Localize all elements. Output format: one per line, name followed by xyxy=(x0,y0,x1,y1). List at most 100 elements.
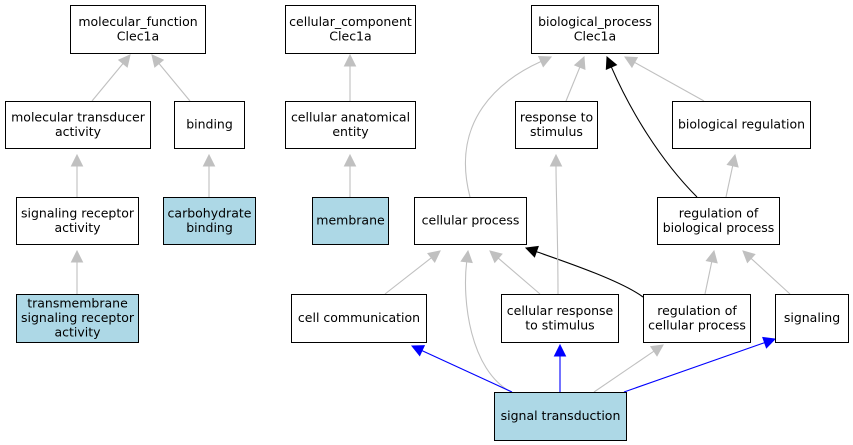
edge-arrowhead xyxy=(762,336,777,349)
node-label-line: biological process xyxy=(663,220,775,235)
edge-line xyxy=(623,342,765,393)
edge-line xyxy=(158,63,191,102)
edge-transmembrane-signaling-receptor-activity-to-signaling-receptor-activity xyxy=(70,249,84,294)
node-label-line: entity xyxy=(332,124,369,139)
node-signal-transduction[interactable]: signal transduction xyxy=(494,392,627,441)
node-label-line: cell communication xyxy=(298,310,420,325)
edge-arrowhead xyxy=(410,345,426,357)
node-cellular-process[interactable]: cellular process xyxy=(414,197,527,245)
edge-regulation-of-biological-process-to-biological-process xyxy=(605,55,698,198)
node-label-line: response to xyxy=(520,109,593,124)
node-box xyxy=(5,101,151,149)
node-label-line: carbohydrate xyxy=(168,205,252,220)
edge-regulation-of-biological-process-to-biological-regulation xyxy=(725,153,739,198)
node-box xyxy=(312,197,389,245)
node-box xyxy=(285,101,416,149)
edge-line xyxy=(464,61,542,198)
node-label-line: signaling xyxy=(784,310,840,325)
edge-line xyxy=(384,257,432,295)
node-box xyxy=(531,5,659,54)
node-box xyxy=(775,294,849,343)
node-binding[interactable]: binding xyxy=(174,101,245,149)
edge-regulation-of-cellular-process-to-cellular-process xyxy=(524,245,644,298)
node-label-line: activity xyxy=(55,124,102,139)
node-label-line: cellular response xyxy=(507,303,614,318)
edge-line xyxy=(497,257,541,295)
node-box xyxy=(494,392,627,441)
node-box xyxy=(657,197,780,245)
edge-arrowhead xyxy=(649,344,664,357)
node-label-line: binding xyxy=(186,117,233,132)
edge-signal-transduction-to-cellular-process xyxy=(460,249,512,393)
node-label-line: transmembrane xyxy=(27,296,128,311)
edge-signal-transduction-to-cellular-response-to-stimulus xyxy=(553,343,567,392)
node-box xyxy=(414,197,527,245)
node-label-line: to stimulus xyxy=(525,317,594,332)
node-cell-communication[interactable]: cell communication xyxy=(291,294,427,343)
edge-arrowhead xyxy=(742,250,756,264)
node-box xyxy=(501,294,619,343)
node-label-line: molecular_function xyxy=(78,14,197,29)
edge-cellular-anatomical-entity-to-cellular-component xyxy=(343,53,357,101)
node-box xyxy=(174,101,245,149)
node-label-line: regulation of xyxy=(657,303,737,318)
edge-line xyxy=(593,350,655,393)
nodes-layer: molecular_functionClec1acellular_compone… xyxy=(5,5,849,441)
node-label-line: biological regulation xyxy=(678,117,805,132)
node-label-line: cellular process xyxy=(422,213,520,228)
edge-signal-transduction-to-signaling xyxy=(623,336,777,393)
edge-arrowhead xyxy=(553,343,567,357)
edge-arrowhead xyxy=(202,153,216,167)
node-label-line: Clec1a xyxy=(117,28,159,43)
node-label-line: biological_process xyxy=(538,14,652,29)
edge-arrowhead xyxy=(343,53,357,67)
edge-signaling-to-regulation-of-biological-process xyxy=(742,250,791,295)
edge-arrowhead xyxy=(705,249,718,264)
node-label-line: stimulus xyxy=(530,124,583,139)
edge-line xyxy=(725,165,734,198)
edge-signal-transduction-to-regulation-of-cellular-process xyxy=(593,344,664,393)
edge-response-to-stimulus-to-biological-process xyxy=(565,55,586,102)
node-label-line: signaling receptor xyxy=(21,205,135,220)
edge-arrowhead xyxy=(343,153,357,167)
edge-arrowhead xyxy=(70,249,84,263)
node-label-line: regulation of xyxy=(679,205,759,220)
node-box xyxy=(70,5,206,54)
edge-arrowhead xyxy=(460,249,473,264)
node-label-line: signaling receptor xyxy=(21,310,135,325)
edge-arrowhead xyxy=(726,153,739,168)
edge-binding-to-molecular-function xyxy=(151,54,191,102)
edge-biological-regulation-to-biological-process xyxy=(624,56,705,102)
edge-line xyxy=(555,165,559,295)
node-label-line: cellular anatomical xyxy=(291,109,410,124)
edge-arrowhead xyxy=(524,245,539,258)
edge-arrowhead xyxy=(489,250,503,264)
edge-arrowhead xyxy=(605,55,618,71)
node-membrane[interactable]: membrane xyxy=(312,197,389,245)
node-box xyxy=(285,5,416,54)
node-signaling[interactable]: signaling xyxy=(775,294,849,343)
node-label-line: membrane xyxy=(316,213,385,228)
node-box xyxy=(16,197,139,245)
edge-line xyxy=(704,261,713,295)
node-label-line: signal transduction xyxy=(501,408,621,423)
edges-layer xyxy=(70,53,791,393)
edge-line xyxy=(421,350,513,393)
edge-signaling-receptor-activity-to-molecular-transducer-activity xyxy=(70,153,84,197)
node-label-line: cellular process xyxy=(648,317,746,332)
node-biological-regulation[interactable]: biological regulation xyxy=(672,101,811,149)
node-label-line: Clec1a xyxy=(574,28,616,43)
node-label-line: binding xyxy=(186,220,233,235)
